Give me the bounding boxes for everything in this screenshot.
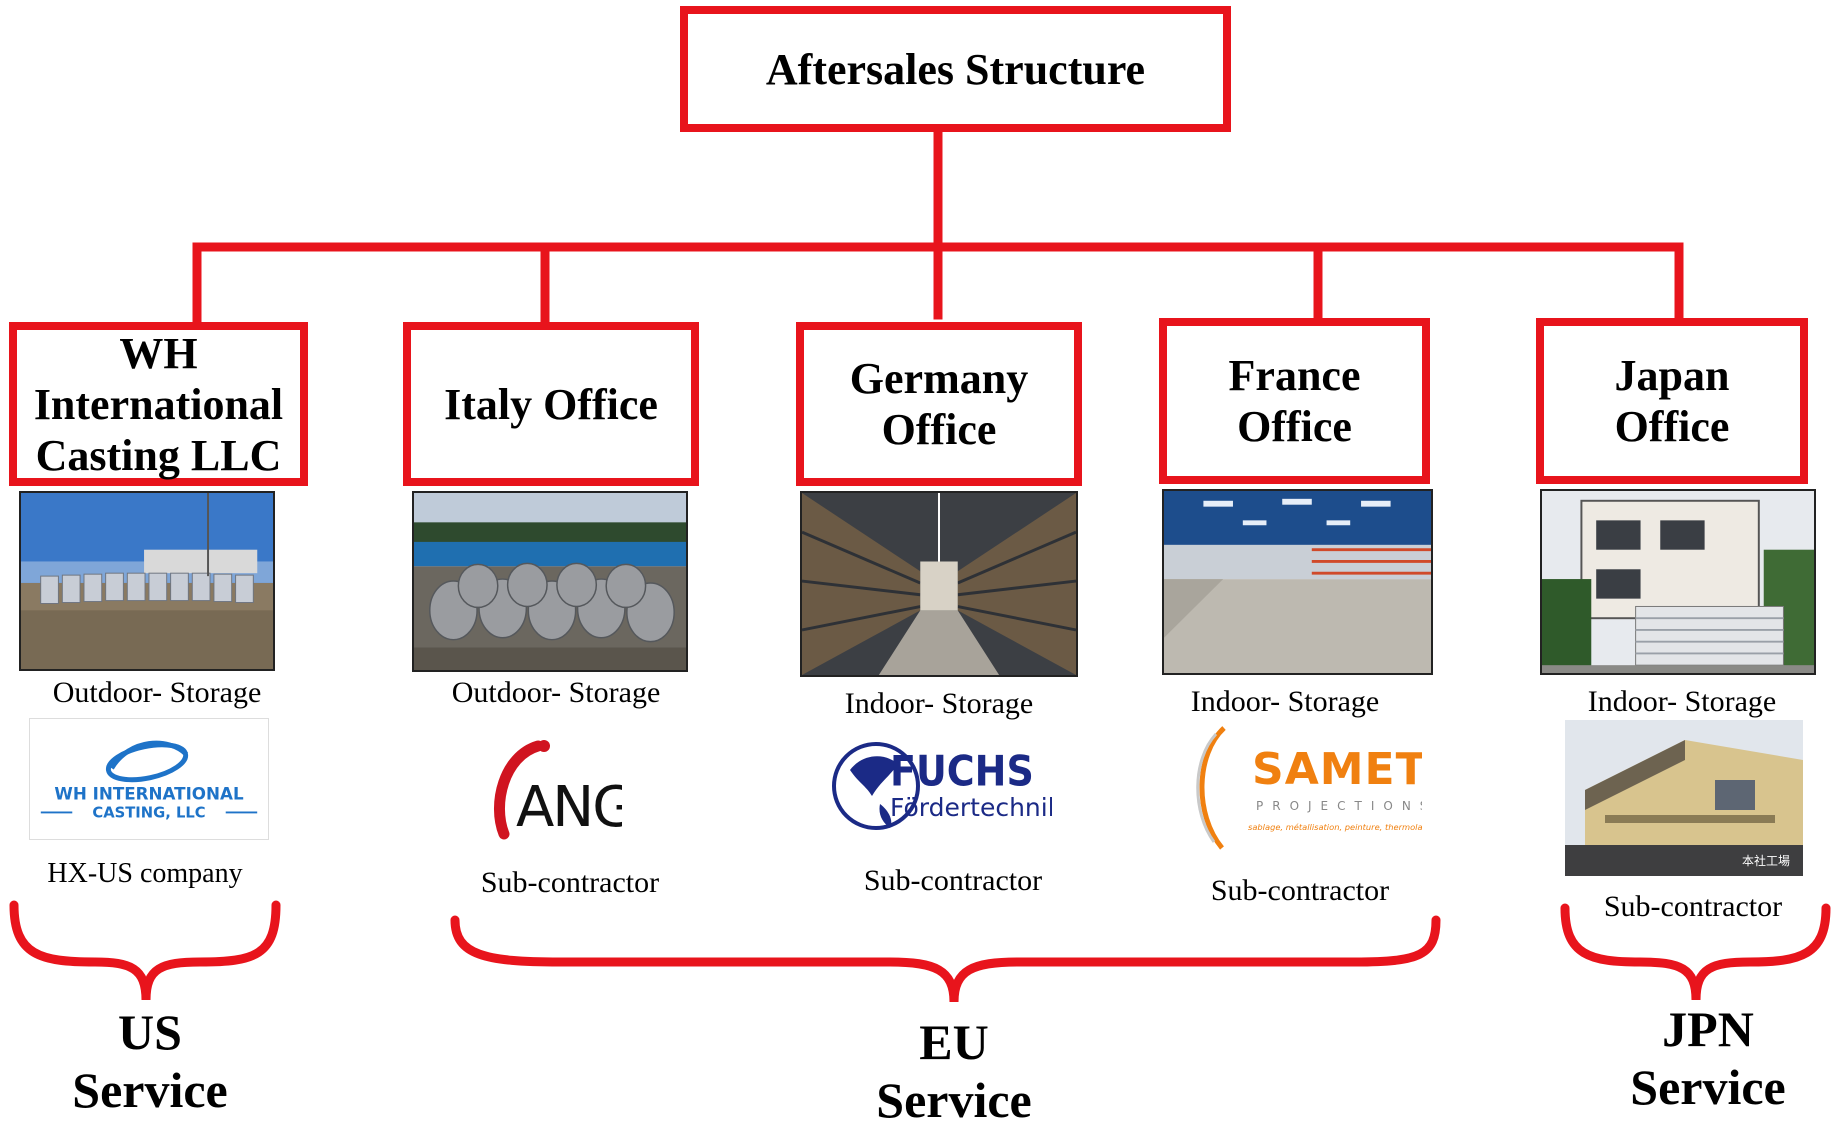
- storage-caption: Outdoor- Storage: [52, 676, 262, 709]
- region-line: Service: [72, 1062, 228, 1118]
- office-name-line: Office: [1237, 402, 1352, 451]
- japan-factory-label: 本社工場: [1742, 853, 1790, 868]
- office-name-line: Office: [881, 405, 997, 454]
- photo-wh-outdoor-yard: [19, 491, 275, 671]
- role-caption: Sub-contractor: [1603, 890, 1783, 923]
- storage-caption: Indoor- Storage: [1587, 685, 1777, 718]
- office-box-italy: Italy Office: [403, 322, 699, 486]
- sametal-logo: SAMETAL PROJECTIONS sablage, métallisati…: [1178, 724, 1422, 854]
- storage-caption: Indoor- Storage: [1190, 685, 1380, 718]
- photo-italy-outdoor-yard: [412, 491, 688, 672]
- region-label-us: US Service: [40, 1003, 260, 1119]
- angi-logo-text: ANGI: [516, 775, 622, 840]
- office-name-line: WH: [119, 328, 198, 378]
- region-line: US: [118, 1004, 182, 1060]
- angi-logo: ANGI: [486, 734, 622, 846]
- storage-caption: Outdoor- Storage: [451, 676, 661, 709]
- wh-logo-line2: CASTING, LLC: [92, 804, 205, 821]
- region-line: Service: [1630, 1059, 1786, 1115]
- us-brace: [9, 900, 281, 1001]
- region-line: Service: [876, 1072, 1032, 1128]
- office-name-line: International: [33, 379, 284, 429]
- sametal-logo-line2: PROJECTIONS: [1256, 799, 1422, 813]
- office-box-france: France Office: [1159, 318, 1430, 484]
- storage-caption: Indoor- Storage: [844, 687, 1034, 720]
- role-caption: Sub-contractor: [1210, 874, 1390, 907]
- sametal-logo-line1: SAMETAL: [1252, 744, 1422, 795]
- wh-logo-line1: WH INTERNATIONAL: [54, 784, 244, 804]
- office-box-japan: Japan Office: [1536, 318, 1808, 484]
- sametal-logo-line3: sablage, métallisation, peinture, thermo…: [1248, 822, 1422, 832]
- fuchs-logo: FUCHS Fördertechnik AG: [832, 724, 1052, 848]
- office-name-line: Office: [1614, 402, 1730, 451]
- photo-japan-building: [1540, 489, 1816, 675]
- title-text: Aftersales Structure: [765, 44, 1146, 94]
- region-label-eu: EU Service: [844, 1013, 1064, 1129]
- region-line: EU: [919, 1014, 989, 1070]
- wh-international-logo: WH INTERNATIONAL CASTING, LLC: [29, 718, 269, 840]
- office-name-line: Japan: [1614, 351, 1730, 400]
- office-name-line: Italy Office: [444, 379, 658, 429]
- fuchs-logo-line1: FUCHS: [890, 748, 1034, 796]
- office-box-wh: WH International Casting LLC: [9, 322, 308, 486]
- title-box: Aftersales Structure: [680, 6, 1231, 132]
- photo-france-warehouse: [1162, 489, 1433, 675]
- office-box-germany: Germany Office: [796, 322, 1082, 486]
- fuchs-logo-line2: Fördertechnik AG: [890, 793, 1052, 822]
- jpn-brace: [1560, 903, 1831, 1001]
- eu-brace: [450, 915, 1441, 1003]
- role-caption: HX-US company: [47, 858, 243, 889]
- region-line: JPN: [1662, 1001, 1754, 1057]
- role-caption: Sub-contractor: [863, 864, 1043, 897]
- office-name-line: France: [1228, 351, 1361, 400]
- japan-factory-photo: 本社工場: [1565, 720, 1803, 876]
- region-label-jpn: JPN Service: [1598, 1000, 1818, 1116]
- office-name-line: Casting LLC: [35, 430, 282, 480]
- photo-germany-warehouse: [800, 491, 1078, 677]
- office-name-line: Germany: [849, 354, 1029, 403]
- role-caption: Sub-contractor: [480, 866, 660, 899]
